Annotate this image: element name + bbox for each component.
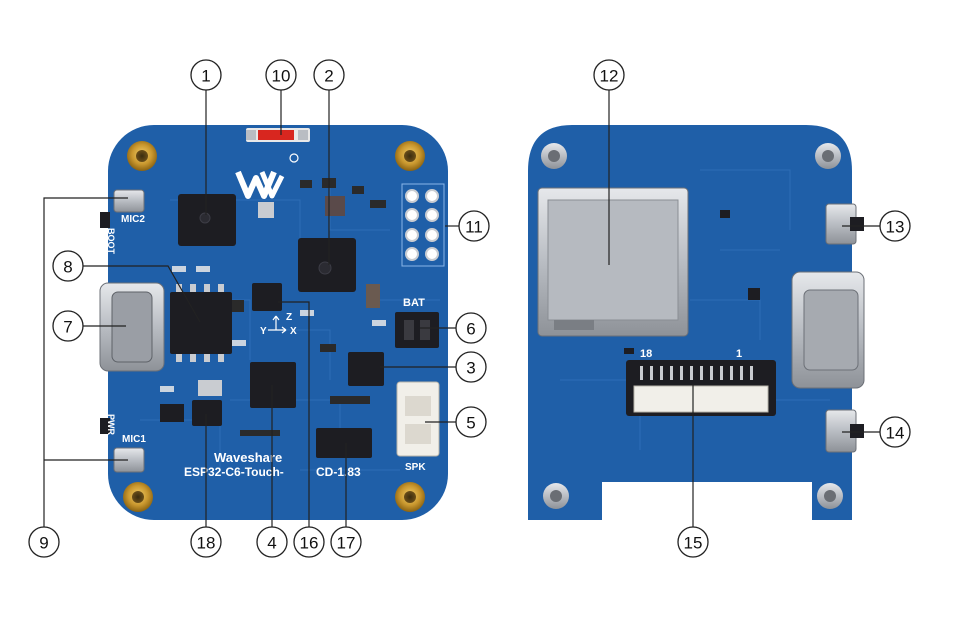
svg-text:6: 6 [466,320,475,339]
side-button-top [825,203,864,245]
callout-17: 17 [330,526,362,558]
waveshare-logo-icon [235,153,299,199]
passive-components [198,178,386,436]
svg-text:8: 8 [63,258,72,277]
back-usb-c-port [791,271,865,389]
svg-text:12: 12 [600,67,619,86]
flash-chip [170,284,232,362]
svg-text:17: 17 [337,534,356,553]
back-board: 18 1 [528,125,865,520]
silk-spk: SPK [405,462,426,473]
svg-text:4: 4 [267,534,276,553]
callout-7: 7 [52,310,84,342]
side-button-bottom [825,409,864,453]
silk-model-2: CD-1.83 [316,465,361,479]
back-mount-hole-bottom-left [543,483,569,509]
silk-axis-y: Y [260,326,267,337]
tf-card-slot [537,187,689,337]
back-mount-hole-bottom-right [817,483,843,509]
callout-16: 16 [293,526,325,558]
callout-9: 9 [28,526,60,558]
fpc-pin-1: 1 [736,348,742,360]
speaker-connector [396,381,440,457]
mic2-component [113,189,145,213]
silk-axis-x: X [290,326,297,337]
fpc-pin-18: 18 [640,348,652,360]
front-board: MIC2 BOOT MIC1 PWR BAT SPK Waveshare ESP… [99,125,448,520]
callout-1: 1 [190,59,222,91]
battery-connector [395,312,439,348]
pmu-chip [348,352,384,386]
mount-hole-bottom-left [123,482,153,512]
silk-pwr: PWR [106,414,116,435]
svg-text:10: 10 [272,67,291,86]
silk-boot: BOOT [106,228,116,255]
esp32-c6-chip [178,194,236,246]
leader-lines [43,90,880,530]
svg-text:5: 5 [466,414,475,433]
rtc-chip [250,362,296,408]
callout-14: 14 [879,416,911,448]
mount-hole-top-right [395,141,425,171]
fpc-connector [626,360,776,416]
callout-10: 10 [265,59,297,91]
callout-5: 5 [455,406,487,438]
svg-text:16: 16 [300,534,319,553]
imu-chip [252,283,282,311]
callout-15: 15 [677,526,709,558]
callout-11: 11 [458,210,490,242]
svg-text:15: 15 [684,534,703,553]
callout-3: 3 [455,351,487,383]
callout-6: 6 [455,312,487,344]
silk-axis-z: Z [286,312,292,323]
mount-hole-top-left [127,141,157,171]
callout-2: 2 [313,59,345,91]
svg-text:3: 3 [466,359,475,378]
usb-c-port [99,282,165,372]
silk-mic1: MIC1 [122,434,146,445]
callout-12: 12 [593,59,625,91]
svg-text:18: 18 [197,534,216,553]
back-mount-hole-top-right [815,143,841,169]
back-mount-hole-top-left [541,143,567,169]
pwr-button [100,418,110,434]
svg-text:1: 1 [201,67,210,86]
boot-button [100,212,110,228]
callout-8: 8 [52,250,84,282]
svg-text:9: 9 [39,534,48,553]
svg-text:13: 13 [886,218,905,237]
svg-text:2: 2 [324,67,333,86]
silk-brand: Waveshare [214,450,282,465]
callout-4: 4 [256,526,288,558]
callout-18: 18 [190,526,222,558]
mount-hole-bottom-right [395,482,425,512]
svg-text:7: 7 [63,318,72,337]
red-led [246,128,310,142]
regulator-chip [160,404,184,422]
gpio-header-pads [401,183,445,267]
silk-model-1: ESP32-C6-Touch- [184,465,284,479]
codec-chip [298,238,356,292]
svg-text:14: 14 [886,424,905,443]
amplifier-chip [316,428,372,458]
silk-bat: BAT [403,297,425,309]
mosfet-chip [192,400,222,426]
svg-text:11: 11 [465,218,483,237]
silk-mic2: MIC2 [121,214,145,225]
callout-13: 13 [879,210,911,242]
